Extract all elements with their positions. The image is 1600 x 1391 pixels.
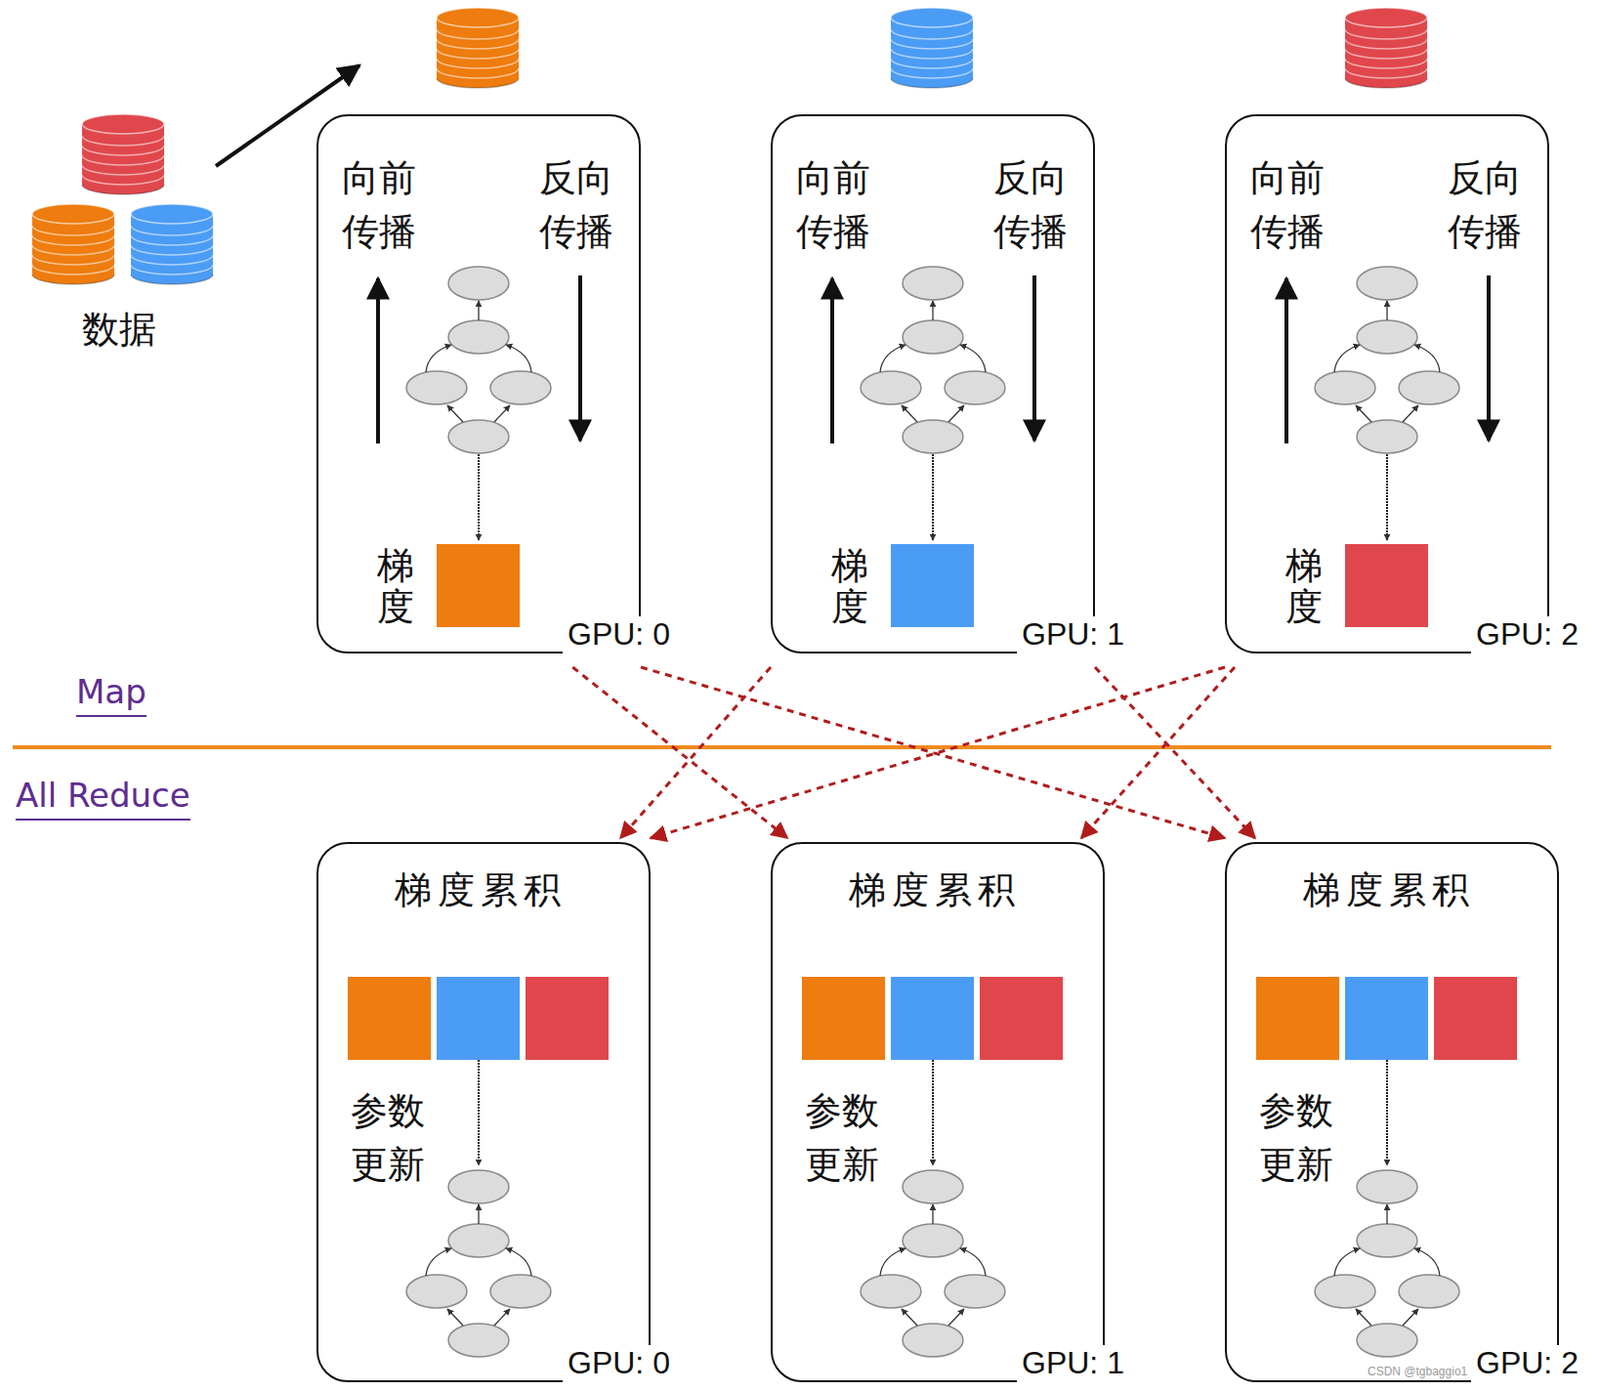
stage-label: 反向 传播 [1447, 151, 1526, 259]
compute-graph [832, 266, 1035, 628]
gradient-transfer-arrow [650, 667, 1225, 839]
gradient-label: 梯度 [831, 546, 869, 629]
text-slot: 向前 传播 [796, 151, 875, 259]
device-label: GPU: 1 [1016, 1345, 1130, 1387]
data-cylinder [1345, 7, 1428, 88]
gradient-label: 梯度 [377, 546, 415, 629]
label-slot: Map [76, 672, 147, 717]
stage-label: 参数 更新 [804, 1084, 884, 1192]
stage-label: 向前 传播 [1250, 151, 1329, 259]
stage-label: 参数 更新 [350, 1084, 429, 1192]
watermark: CSDN @tgbaggio1 [1365, 1364, 1470, 1379]
gpu-box: 向前 传播反向 传播梯度GPU: 1 [770, 114, 1095, 654]
text-slot: 参数 更新 [1259, 1084, 1338, 1192]
text-slot: 向前 传播 [341, 151, 421, 259]
gradient-transfer-arrow [1094, 667, 1256, 839]
label-slot: CSDN @tgbaggio1 [1365, 1364, 1470, 1379]
text-slot: 梯度 [377, 546, 415, 629]
data-label: 数据 [82, 304, 157, 355]
label-slot: All Reduce [15, 775, 191, 821]
text-slot: GPU: 0 [562, 1345, 675, 1387]
data-cylinder [130, 204, 213, 285]
label-slot: 数据 [82, 304, 157, 355]
gpu-box: 向前 传播反向 传播梯度GPU: 2 [1224, 114, 1550, 654]
device-label: GPU: 1 [1016, 616, 1130, 658]
device-label: GPU: 0 [562, 1345, 675, 1387]
update-graph [347, 976, 609, 1357]
compute-graph [1286, 266, 1489, 628]
text-slot: 反向 传播 [1447, 151, 1526, 259]
text-slot: GPU: 1 [1016, 616, 1130, 658]
device-label: GPU: 0 [562, 616, 675, 658]
text-slot: 参数 更新 [350, 1084, 429, 1192]
text-slot: 反向 传播 [993, 151, 1072, 259]
stage-label: 反向 传播 [993, 151, 1072, 259]
text-slot: 梯度 [831, 546, 869, 629]
box-heading: 梯度累积 [318, 865, 643, 916]
gradient-square [436, 544, 520, 628]
stage-label: 反向 传播 [539, 151, 618, 259]
device-label: GPU: 2 [1471, 1345, 1584, 1387]
update-graph [1256, 976, 1517, 1357]
text-slot: GPU: 2 [1471, 1345, 1584, 1387]
text-slot: GPU: 2 [1471, 616, 1584, 658]
gpu-box: 向前 传播反向 传播梯度GPU: 0 [316, 114, 641, 654]
phase-label: Map [76, 672, 147, 717]
gradient-transfer-arrow [1081, 667, 1235, 839]
box-heading: 梯度累积 [772, 865, 1097, 916]
data-cylinder [890, 7, 973, 88]
text-slot: 反向 传播 [539, 151, 618, 259]
gradient-square [890, 544, 974, 628]
box-heading: 梯度累积 [1226, 865, 1552, 916]
gpu-box: 梯度累积参数 更新GPU: 2 [1224, 842, 1559, 1383]
text-slot: 梯度累积 [772, 865, 1097, 916]
text-slot: GPU: 1 [1016, 1345, 1130, 1387]
text-slot: 梯度累积 [1226, 865, 1552, 916]
gradient-square [1345, 544, 1429, 628]
data-cylinder [436, 7, 519, 88]
gpu-box: 梯度累积参数 更新GPU: 1 [770, 842, 1105, 1383]
stage-label: 向前 传播 [341, 151, 421, 259]
text-slot: 参数 更新 [804, 1084, 884, 1192]
phase-label: All Reduce [15, 775, 191, 821]
stage-label: 向前 传播 [796, 151, 875, 259]
phase-divider [12, 745, 1552, 750]
update-graph [801, 976, 1063, 1357]
gpu-box: 梯度累积参数 更新GPU: 0 [316, 842, 651, 1383]
text-slot: 梯度累积 [318, 865, 643, 916]
gradient-transfer-arrow [640, 667, 1225, 839]
gradient-transfer-arrow [620, 667, 771, 839]
text-slot: 向前 传播 [1250, 151, 1329, 259]
text-slot: 梯度 [1285, 546, 1323, 629]
device-label: GPU: 2 [1471, 616, 1584, 658]
compute-graph [378, 266, 581, 628]
data-cylinder [32, 204, 115, 285]
text-slot: GPU: 0 [562, 616, 675, 658]
gradient-label: 梯度 [1285, 546, 1323, 629]
data-cylinder [82, 114, 165, 195]
gradient-transfer-arrow [572, 667, 788, 839]
stage-label: 参数 更新 [1259, 1084, 1338, 1192]
